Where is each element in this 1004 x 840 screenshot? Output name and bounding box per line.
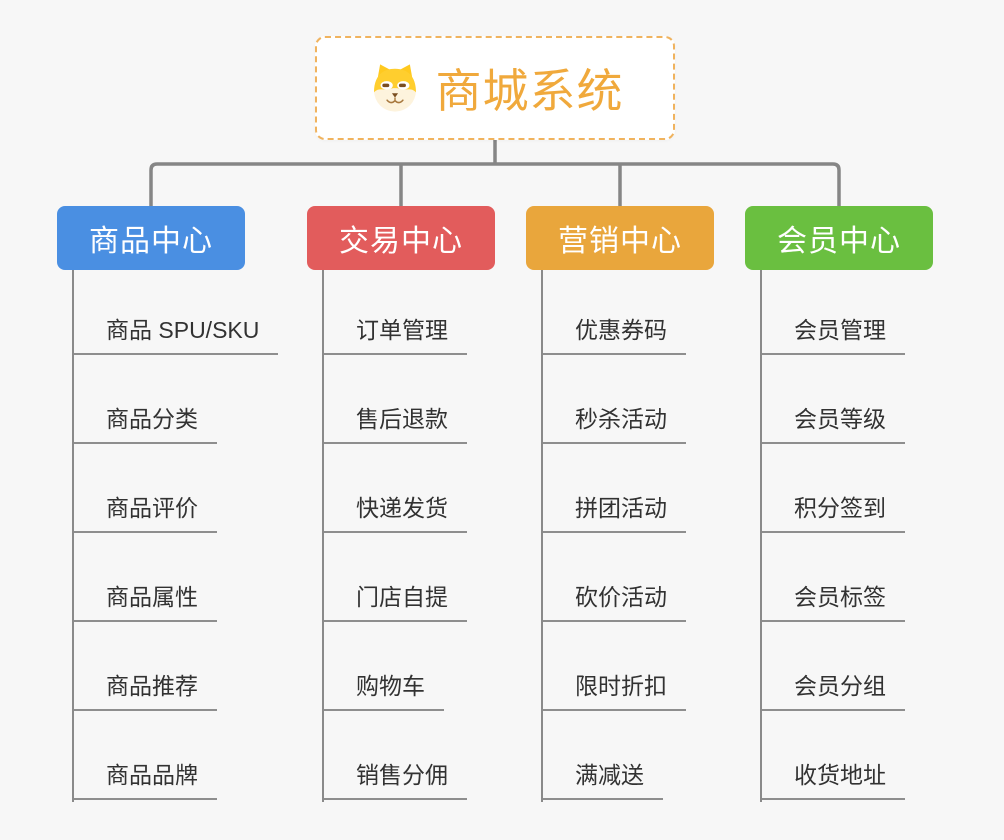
- leaf-node[interactable]: 商品分类: [74, 400, 217, 444]
- leaf-node[interactable]: 满减送: [543, 756, 663, 800]
- leaf-node[interactable]: 商品 SPU/SKU: [74, 311, 279, 355]
- leaf-node[interactable]: 秒杀活动: [543, 400, 686, 444]
- leaf-node[interactable]: 订单管理: [324, 311, 467, 355]
- branch-column-product: 商品 SPU/SKU 商品分类 商品评价 商品属性 商品推荐 商品品牌: [72, 270, 304, 802]
- leaf-node[interactable]: 限时折扣: [543, 667, 686, 711]
- leaf-node[interactable]: 砍价活动: [543, 578, 686, 622]
- branch-column-member: 会员管理 会员等级 积分签到 会员标签 会员分组 收货地址: [760, 270, 992, 802]
- leaf-node[interactable]: 会员标签: [762, 578, 905, 622]
- leaf-node[interactable]: 拼团活动: [543, 489, 686, 533]
- branch-column-marketing: 优惠券码 秒杀活动 拼团活动 砍价活动 限时折扣 满减送: [541, 270, 773, 802]
- leaf-node[interactable]: 商品推荐: [74, 667, 217, 711]
- leaf-node[interactable]: 快递发货: [324, 489, 467, 533]
- leaf-node[interactable]: 收货地址: [762, 756, 905, 800]
- leaf-node[interactable]: 商品评价: [74, 489, 217, 533]
- leaf-node[interactable]: 会员分组: [762, 667, 905, 711]
- root-node-mall-system[interactable]: 商城系统: [315, 36, 675, 140]
- leaf-node[interactable]: 会员管理: [762, 311, 905, 355]
- leaf-node[interactable]: 门店自提: [324, 578, 467, 622]
- leaf-node[interactable]: 会员等级: [762, 400, 905, 444]
- leaf-node[interactable]: 销售分佣: [324, 756, 467, 800]
- leaf-node[interactable]: 售后退款: [324, 400, 467, 444]
- root-title: 商城系统: [435, 65, 624, 117]
- leaf-node[interactable]: 购物车: [324, 667, 444, 711]
- leaf-node[interactable]: 优惠券码: [543, 311, 686, 355]
- branch-node-product-center[interactable]: 商品中心: [57, 206, 245, 270]
- branch-node-member-center[interactable]: 会员中心: [745, 206, 933, 270]
- leaf-node[interactable]: 积分签到: [762, 489, 905, 533]
- branch-node-trade-center[interactable]: 交易中心: [307, 206, 495, 270]
- leaf-node[interactable]: 商品属性: [74, 578, 217, 622]
- shiba-dog-icon: [373, 64, 416, 112]
- branch-node-marketing-center[interactable]: 营销中心: [526, 206, 714, 270]
- branch-column-trade: 订单管理 售后退款 快递发货 门店自提 购物车 销售分佣: [322, 270, 554, 802]
- leaf-node[interactable]: 商品品牌: [74, 756, 217, 800]
